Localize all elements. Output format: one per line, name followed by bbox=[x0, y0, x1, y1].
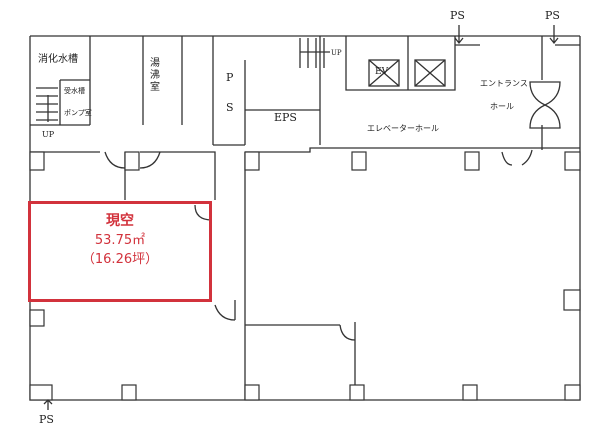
room-label-entrance-hall: ホール bbox=[490, 102, 514, 111]
room-label-kitchenette: 湯沸室 bbox=[150, 58, 160, 93]
stairs-left bbox=[36, 87, 58, 122]
vacant-unit-info: 現空 53.75㎡ （16.26坪） bbox=[28, 212, 212, 269]
ps-arrows bbox=[43, 25, 559, 410]
room-label-pump-room: ポンプ室 bbox=[64, 109, 92, 117]
room-label-elevator-hall: エレベーターホール bbox=[367, 124, 439, 133]
ps-label: PS bbox=[450, 9, 465, 22]
doors bbox=[104, 149, 533, 341]
vacant-unit-highlight[interactable] bbox=[28, 201, 212, 302]
stairs-up-label: UP bbox=[331, 49, 342, 57]
room-label-receiving-tank: 受水槽 bbox=[64, 87, 85, 95]
entrance-door bbox=[529, 81, 561, 129]
stairs-up-label: UP bbox=[42, 130, 55, 139]
room-label-ps-p: P bbox=[226, 71, 234, 84]
room-label-entrance: エントランス bbox=[480, 79, 528, 88]
elevator-label: EV bbox=[375, 67, 389, 77]
room-label-ps-s: S bbox=[226, 101, 234, 114]
room-label-eps: EPS bbox=[274, 111, 297, 124]
ps-label: PS bbox=[39, 413, 54, 426]
stairs-right bbox=[299, 38, 330, 68]
core-walls bbox=[30, 36, 580, 150]
lower-walls bbox=[30, 147, 580, 400]
vacancy-area-sqm: 53.75㎡ bbox=[94, 233, 146, 248]
columns bbox=[29, 151, 581, 401]
vacancy-area-tsubo: （16.26坪） bbox=[81, 252, 159, 267]
outer-wall bbox=[29, 35, 581, 401]
room-label-fire-water-tank: 消化水槽 bbox=[38, 54, 78, 65]
ps-label: PS bbox=[545, 9, 560, 22]
elevator-cars bbox=[368, 59, 446, 87]
vacancy-status: 現空 bbox=[106, 213, 134, 229]
